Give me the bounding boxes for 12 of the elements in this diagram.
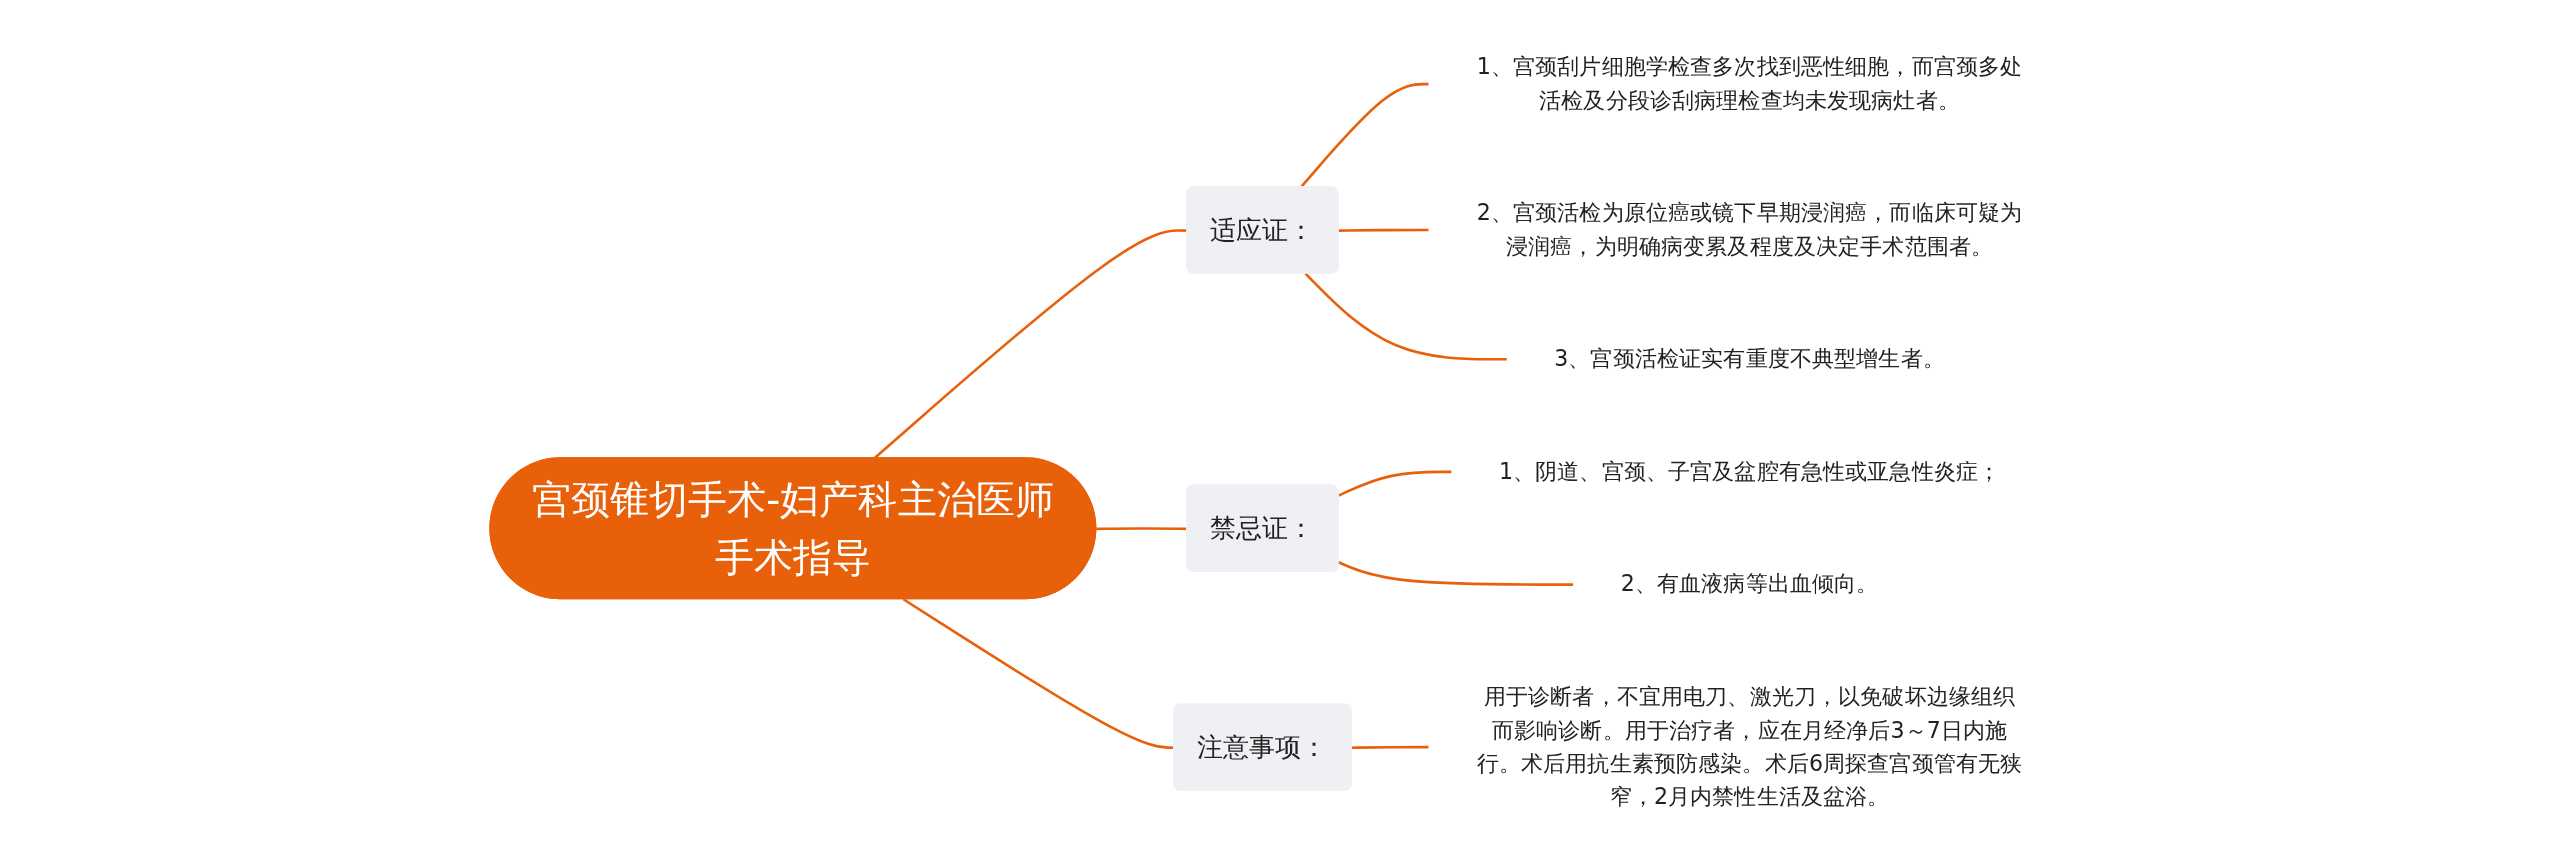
node-text: 1、宫颈刮片细胞学检查多次找到恶性细胞，而宫颈多处活检及分段诊刮病理检查均未发现病灶者。 bbox=[1476, 53, 2023, 114]
node-text: 1、阴道、宫颈、子宫及盆腔有急性或亚急性炎症； bbox=[1498, 458, 2001, 485]
node-text: 2、有血液病等出血倾向。 bbox=[1620, 570, 1879, 597]
connector bbox=[1338, 561, 1574, 587]
node-text: 2、宫颈活检为原位癌或镜下早期浸润癌，而临床可疑为浸润癌，为明确病变累及程度及决定手术范围者。 bbox=[1476, 199, 2023, 259]
connector bbox=[1338, 228, 1430, 233]
connector bbox=[1351, 746, 1430, 750]
node-text: 用于诊断者，不宜用电刀、激光刀，以免破坏边缘组织而影响诊断。用于治疗者，应在月经净后3～7日内施行。术后用抗生素预防感染。术后6周探查宫颈管有无狭窄，2月内禁性生活及盆浴。 bbox=[1476, 683, 2023, 810]
connector bbox=[1338, 470, 1452, 498]
node-text: 3、宫颈活检证实有重度不典型增生者。 bbox=[1554, 345, 1945, 372]
connector bbox=[1304, 273, 1508, 361]
connector bbox=[1299, 83, 1430, 189]
